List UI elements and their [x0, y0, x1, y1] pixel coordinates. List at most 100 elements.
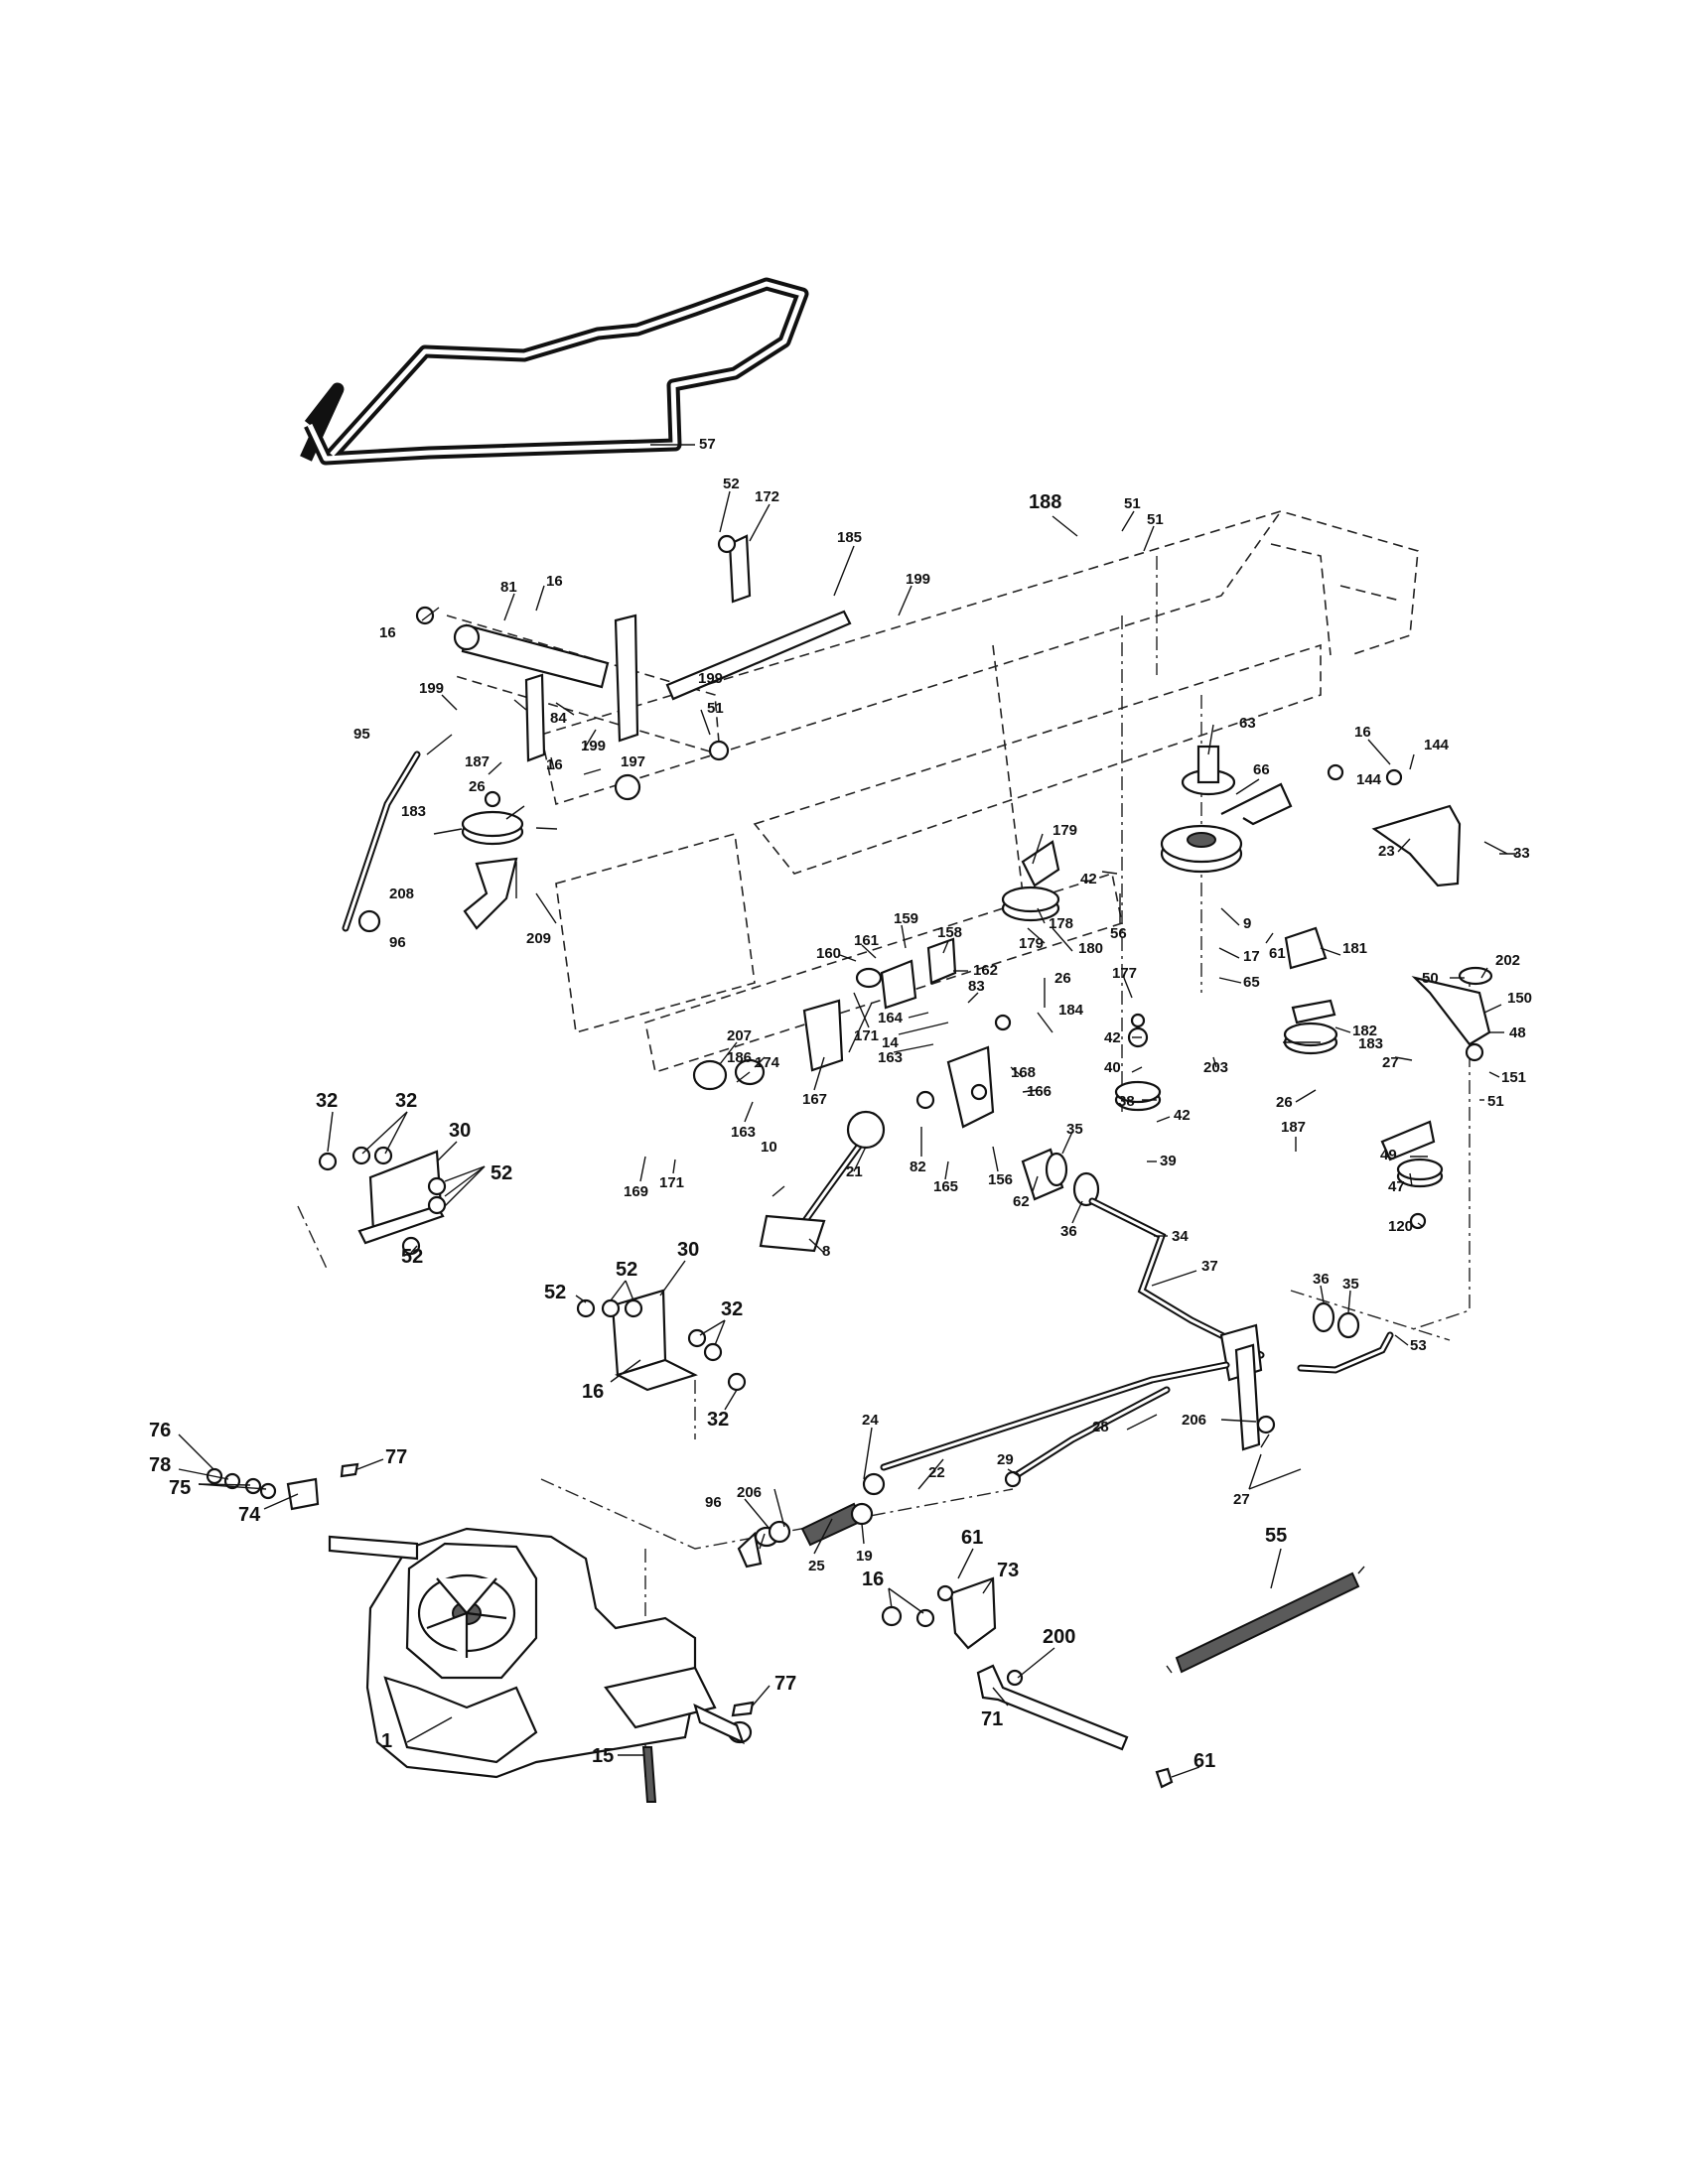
callout: 167 [802, 1091, 827, 1108]
callout: 33 [1513, 845, 1530, 862]
callout: 168 [1011, 1064, 1036, 1081]
callout: 150 [1507, 990, 1532, 1007]
callout: 50 [1422, 970, 1439, 987]
callout: 40 [1104, 1059, 1121, 1076]
callout: 42 [1080, 871, 1097, 887]
callout-labels: 57 52 172 185 199 199 199 199 81 16 16 1… [149, 436, 1532, 1772]
callout: 166 [1027, 1083, 1052, 1100]
lower-right-parts [881, 1566, 1365, 1789]
callout: 38 [1118, 1093, 1135, 1110]
rod-95 [342, 751, 421, 933]
transaxle [206, 1462, 755, 1803]
callout: 17 [1243, 948, 1260, 965]
drive-belt [300, 277, 809, 466]
callout: 120 [1388, 1218, 1413, 1235]
callout: 165 [933, 1178, 958, 1195]
callout: 156 [988, 1171, 1013, 1188]
callout: 78 [149, 1454, 171, 1476]
callout: 197 [621, 753, 645, 770]
callout: 52 [491, 1162, 512, 1184]
callout: 158 [937, 924, 962, 941]
callout: 161 [854, 932, 879, 949]
callout: 159 [894, 910, 918, 927]
callout: 23 [1378, 843, 1395, 860]
callout: 199 [906, 571, 930, 588]
callout: 32 [707, 1409, 729, 1431]
callout: 83 [968, 978, 985, 995]
callout: 15 [592, 1745, 614, 1767]
callout: 171 [659, 1174, 684, 1191]
callout: 16 [1354, 724, 1371, 741]
callout: 42 [1174, 1107, 1191, 1124]
callout: 183 [1358, 1035, 1383, 1052]
callout: 35 [1066, 1121, 1083, 1138]
callout: 208 [389, 886, 414, 902]
callout: 162 [973, 962, 998, 979]
callout: 26 [1054, 970, 1071, 987]
callout: 65 [1243, 974, 1260, 991]
callout: 26 [1276, 1094, 1293, 1111]
callout: 52 [544, 1282, 566, 1303]
callout: 82 [910, 1159, 926, 1175]
right-brackets [1283, 763, 1493, 1230]
callout: 75 [169, 1477, 191, 1499]
callout: 188 [1029, 491, 1061, 513]
callout: 95 [353, 726, 370, 743]
callout-leaders [178, 444, 1517, 1778]
callout: 51 [707, 700, 724, 717]
callout: 206 [1182, 1412, 1206, 1429]
callout: 199 [581, 738, 606, 754]
callout: 16 [546, 573, 563, 590]
callout: 177 [1112, 965, 1137, 982]
callout: 81 [500, 579, 517, 596]
callout: 77 [385, 1446, 407, 1468]
callout: 57 [699, 436, 716, 453]
callout: 29 [997, 1451, 1014, 1468]
callout: 202 [1495, 952, 1520, 969]
callout: 30 [677, 1239, 699, 1261]
callout: 32 [721, 1298, 743, 1320]
callout: 61 [1193, 1750, 1215, 1772]
callout: 1 [381, 1730, 392, 1752]
callout: 28 [1092, 1419, 1109, 1435]
callout: 96 [705, 1494, 722, 1511]
callout: 25 [808, 1558, 825, 1574]
callout: 32 [395, 1090, 417, 1112]
callout: 66 [1253, 761, 1270, 778]
callout: 52 [723, 476, 740, 492]
axle-brackets [318, 1146, 747, 1392]
control-rods [880, 1343, 1276, 1488]
callout: 207 [727, 1027, 752, 1044]
callout: 52 [401, 1246, 423, 1268]
callout: 47 [1388, 1178, 1405, 1195]
callout: 144 [1424, 737, 1450, 753]
pedal-lever [759, 1110, 886, 1253]
callout: 48 [1509, 1024, 1526, 1041]
callout: 171 [854, 1027, 879, 1044]
callout: 163 [731, 1124, 756, 1141]
callout: 71 [981, 1708, 1003, 1730]
callout: 51 [1487, 1093, 1504, 1110]
callout: 51 [1147, 511, 1164, 528]
callout: 61 [1269, 945, 1286, 962]
callout: 84 [550, 710, 567, 727]
callout: 206 [737, 1484, 762, 1501]
callout: 56 [1110, 925, 1127, 942]
center-pulley-stack [1001, 745, 1293, 1112]
callout: 53 [1410, 1337, 1427, 1354]
callout: 10 [761, 1139, 777, 1156]
callout: 182 [1352, 1023, 1377, 1039]
brake-linkage [692, 937, 1012, 1129]
callout: 16 [379, 624, 396, 641]
callout: 24 [862, 1412, 879, 1429]
spring-assembly [737, 1472, 886, 1569]
callout: 16 [546, 756, 563, 773]
idler-pulley-left [461, 790, 524, 930]
callout: 185 [837, 529, 862, 546]
callout: 32 [316, 1090, 338, 1112]
callout: 174 [755, 1054, 780, 1071]
callout: 51 [1124, 495, 1141, 512]
callout: 26 [469, 778, 486, 795]
callout: 61 [961, 1527, 983, 1549]
callout: 55 [1265, 1525, 1287, 1547]
